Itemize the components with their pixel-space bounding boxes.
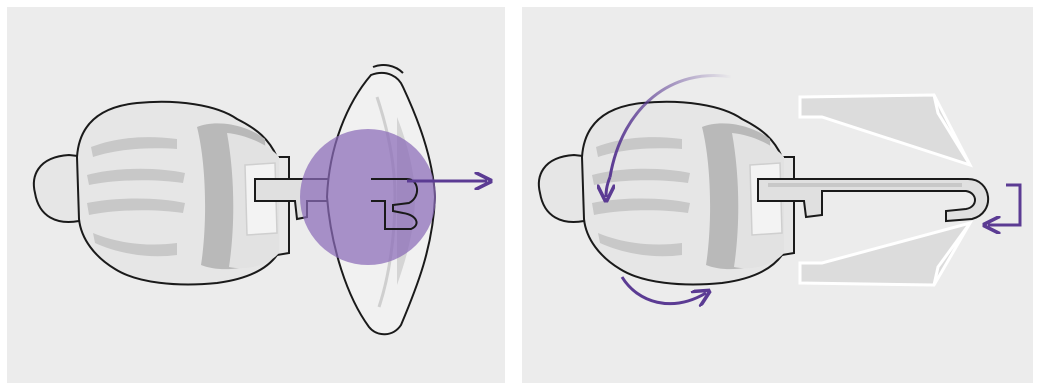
knob-icon: [539, 102, 794, 285]
step-2-illustration: [522, 7, 1033, 383]
step-1-illustration: [7, 7, 505, 383]
knob-icon: [34, 102, 289, 285]
panel-step-2: [522, 7, 1033, 383]
return-arrow-icon: [988, 185, 1020, 225]
panel-step-1: [7, 7, 505, 383]
